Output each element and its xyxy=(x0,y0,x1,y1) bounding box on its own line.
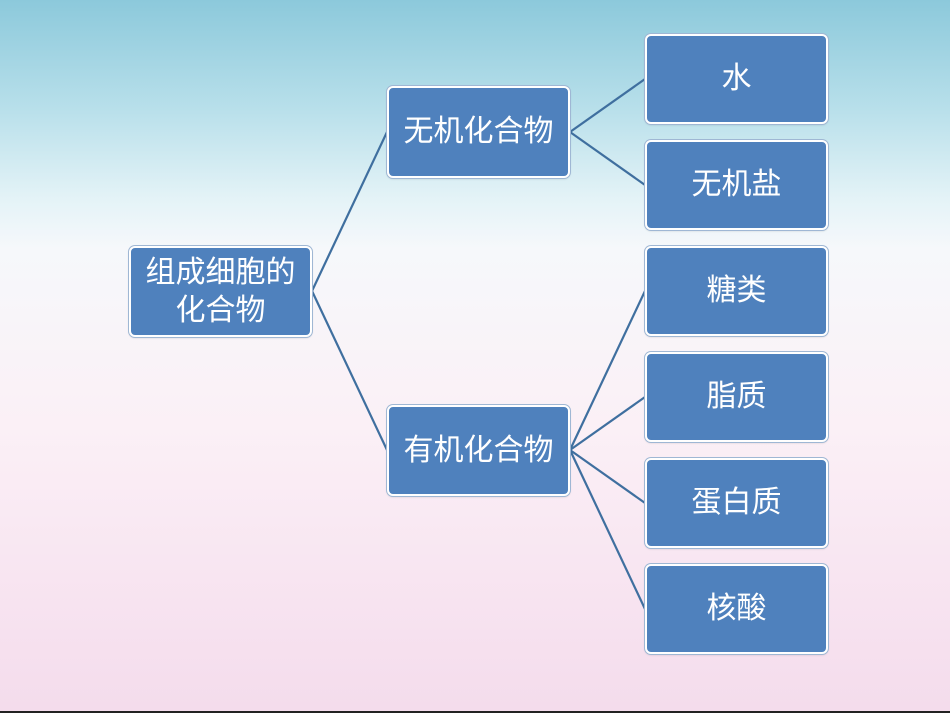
branch-node-organic: 有机化合物 xyxy=(387,405,570,496)
leaf-node-inorganic-salt: 无机盐 xyxy=(645,140,828,230)
connector-inorganic-water xyxy=(569,78,646,133)
leaf-node-protein: 蛋白质 xyxy=(645,458,828,548)
leaf-node-inorganic-salt-label: 无机盐 xyxy=(691,167,782,202)
leaf-node-nucleic-acid: 核酸 xyxy=(645,564,828,654)
connector-organic-protein xyxy=(569,449,646,504)
root-node: 组成细胞的 化合物 xyxy=(129,246,312,337)
root-node-line1: 组成细胞的 xyxy=(145,254,296,290)
leaf-node-sugar: 糖类 xyxy=(645,246,828,336)
leaf-node-sugar-label: 糖类 xyxy=(706,273,767,308)
leaf-node-water-label: 水 xyxy=(721,61,752,96)
leaf-node-nucleic-acid-label: 核酸 xyxy=(706,591,767,626)
connector-organic-sugar xyxy=(569,290,646,451)
connector-root-organic xyxy=(311,290,388,451)
leaf-node-lipid-label: 脂质 xyxy=(706,379,767,414)
connector-organic-lipid xyxy=(569,396,646,451)
leaf-node-protein-label: 蛋白质 xyxy=(691,485,782,520)
leaf-node-lipid: 脂质 xyxy=(645,352,828,442)
branch-node-organic-label: 有机化合物 xyxy=(403,432,554,468)
connector-inorganic-salt xyxy=(569,131,646,186)
connector-organic-nucleic xyxy=(569,449,646,610)
connector-root-inorganic xyxy=(311,131,388,292)
branch-node-inorganic: 无机化合物 xyxy=(387,86,570,178)
branch-node-inorganic-label: 无机化合物 xyxy=(403,114,554,149)
leaf-node-water: 水 xyxy=(645,34,828,124)
root-node-line2: 化合物 xyxy=(175,292,266,328)
